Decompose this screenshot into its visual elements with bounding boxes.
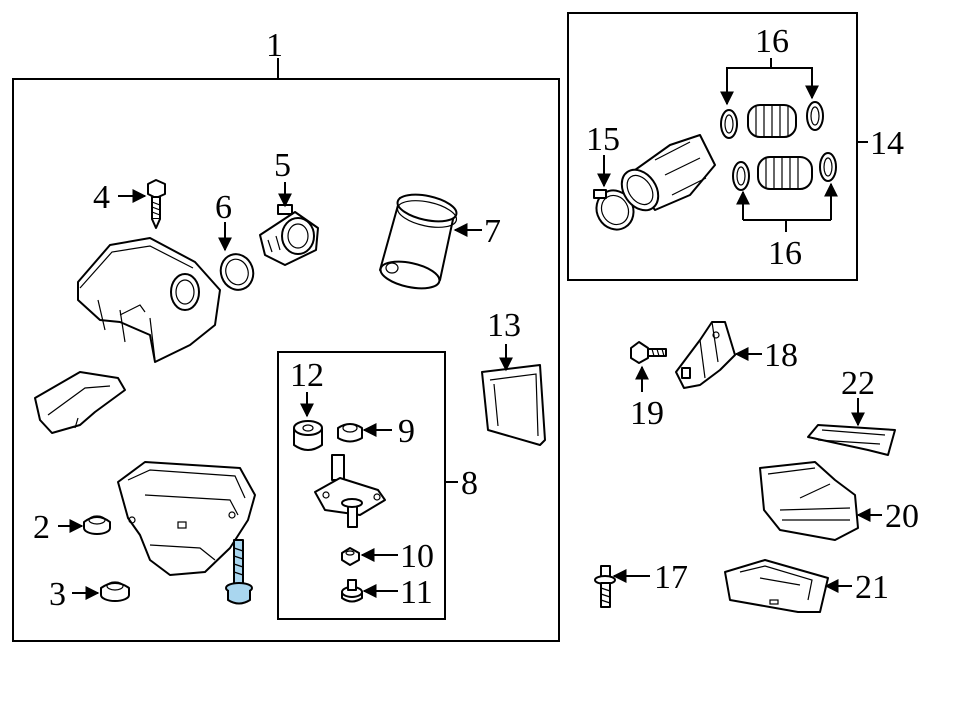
intake-duct[interactable] (614, 134, 716, 217)
callout-22[interactable]: 22 (841, 365, 875, 402)
assembly-box-8 (277, 351, 446, 620)
callout-20[interactable]: 20 (885, 498, 919, 535)
callout-13[interactable]: 13 (487, 307, 521, 344)
gasket-part-6[interactable] (216, 250, 258, 295)
callout-6[interactable]: 6 (215, 189, 232, 226)
hose-clamp-part-15[interactable] (589, 184, 640, 237)
callout-17[interactable]: 17 (654, 559, 688, 596)
bolt-part-4[interactable] (147, 179, 166, 229)
callout-21[interactable]: 21 (855, 569, 889, 606)
hose-clamp-part-16-bottom-right[interactable] (819, 152, 837, 182)
cover-part-22[interactable] (807, 424, 896, 456)
callout-16-top[interactable]: 16 (755, 23, 789, 60)
mass-airflow-sensor-part-5[interactable] (259, 204, 319, 266)
flex-hose-top[interactable] (747, 104, 797, 138)
callout-12[interactable]: 12 (290, 357, 324, 394)
stud-bolt-part-17[interactable] (594, 565, 616, 608)
callout-8[interactable]: 8 (461, 465, 478, 502)
highlighted-bolt[interactable] (225, 539, 253, 605)
callout-14[interactable]: 14 (870, 125, 904, 162)
grommet-part-9[interactable] (337, 423, 363, 443)
panel-part-13[interactable] (481, 364, 546, 446)
hose-clamp-part-16-bottom-left[interactable] (732, 161, 750, 191)
assembly-box-1 (12, 78, 560, 642)
callout-19[interactable]: 19 (630, 395, 664, 432)
bracket-part-18[interactable] (675, 321, 736, 389)
assembly-box-14 (567, 12, 858, 281)
bushing-part-11[interactable] (341, 579, 363, 603)
hose-clamp-part-16-top-right[interactable] (806, 101, 824, 131)
air-cleaner-upper-housing[interactable] (77, 237, 221, 363)
tray-part-21[interactable] (724, 559, 829, 613)
callout-7[interactable]: 7 (484, 213, 501, 250)
mount-bracket[interactable] (314, 454, 386, 528)
air-cleaner-lower-housing[interactable] (117, 461, 256, 576)
housing-bracket[interactable] (34, 371, 126, 434)
duct-part-20[interactable] (759, 461, 859, 541)
callout-18[interactable]: 18 (764, 337, 798, 374)
spacer-part-12[interactable] (293, 420, 323, 451)
callout-2[interactable]: 2 (33, 509, 50, 546)
callout-3[interactable]: 3 (49, 576, 66, 613)
callout-16-bottom[interactable]: 16 (768, 235, 802, 272)
grommet-part-3[interactable] (100, 581, 130, 602)
air-filter-part-7[interactable] (378, 190, 459, 293)
hose-clamp-part-16-top-left[interactable] (720, 109, 738, 139)
callout-4[interactable]: 4 (93, 179, 110, 216)
flex-hose-bottom[interactable] (757, 156, 813, 190)
callout-5[interactable]: 5 (274, 147, 291, 184)
nut-part-10[interactable] (341, 547, 360, 566)
callout-10[interactable]: 10 (400, 538, 434, 575)
callout-9[interactable]: 9 (398, 413, 415, 450)
callout-11[interactable]: 11 (400, 574, 433, 611)
bolt-part-19[interactable] (630, 341, 667, 364)
grommet-part-2[interactable] (83, 515, 111, 535)
callout-1[interactable]: 1 (266, 27, 283, 64)
callout-15[interactable]: 15 (586, 121, 620, 158)
